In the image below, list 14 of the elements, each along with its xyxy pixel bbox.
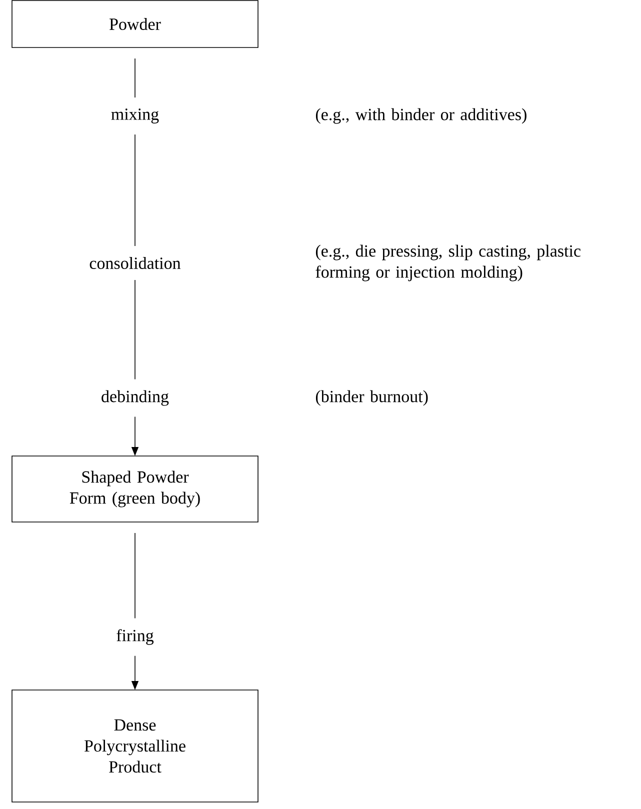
step-label: debinding: [102, 390, 169, 406]
process-box: Shaped Powder Form (green body): [12, 456, 258, 522]
connector-line: [134, 134, 136, 246]
process-box: Powder: [12, 0, 258, 48]
step-label: mixing: [111, 108, 159, 124]
note-text: (e.g., die pressing, slip casting, plastic forming or injection molding): [316, 244, 580, 282]
note-text: (binder burnout): [316, 390, 428, 406]
connector-line: [134, 58, 136, 98]
connector-line: [134, 280, 136, 380]
step-label: firing: [116, 629, 154, 645]
connector-line: [134, 532, 136, 619]
process-box: Dense Polycrystalline Product: [12, 690, 258, 802]
note-text: (e.g., with binder or additives): [316, 108, 526, 124]
step-label: consolidation: [90, 257, 181, 269]
